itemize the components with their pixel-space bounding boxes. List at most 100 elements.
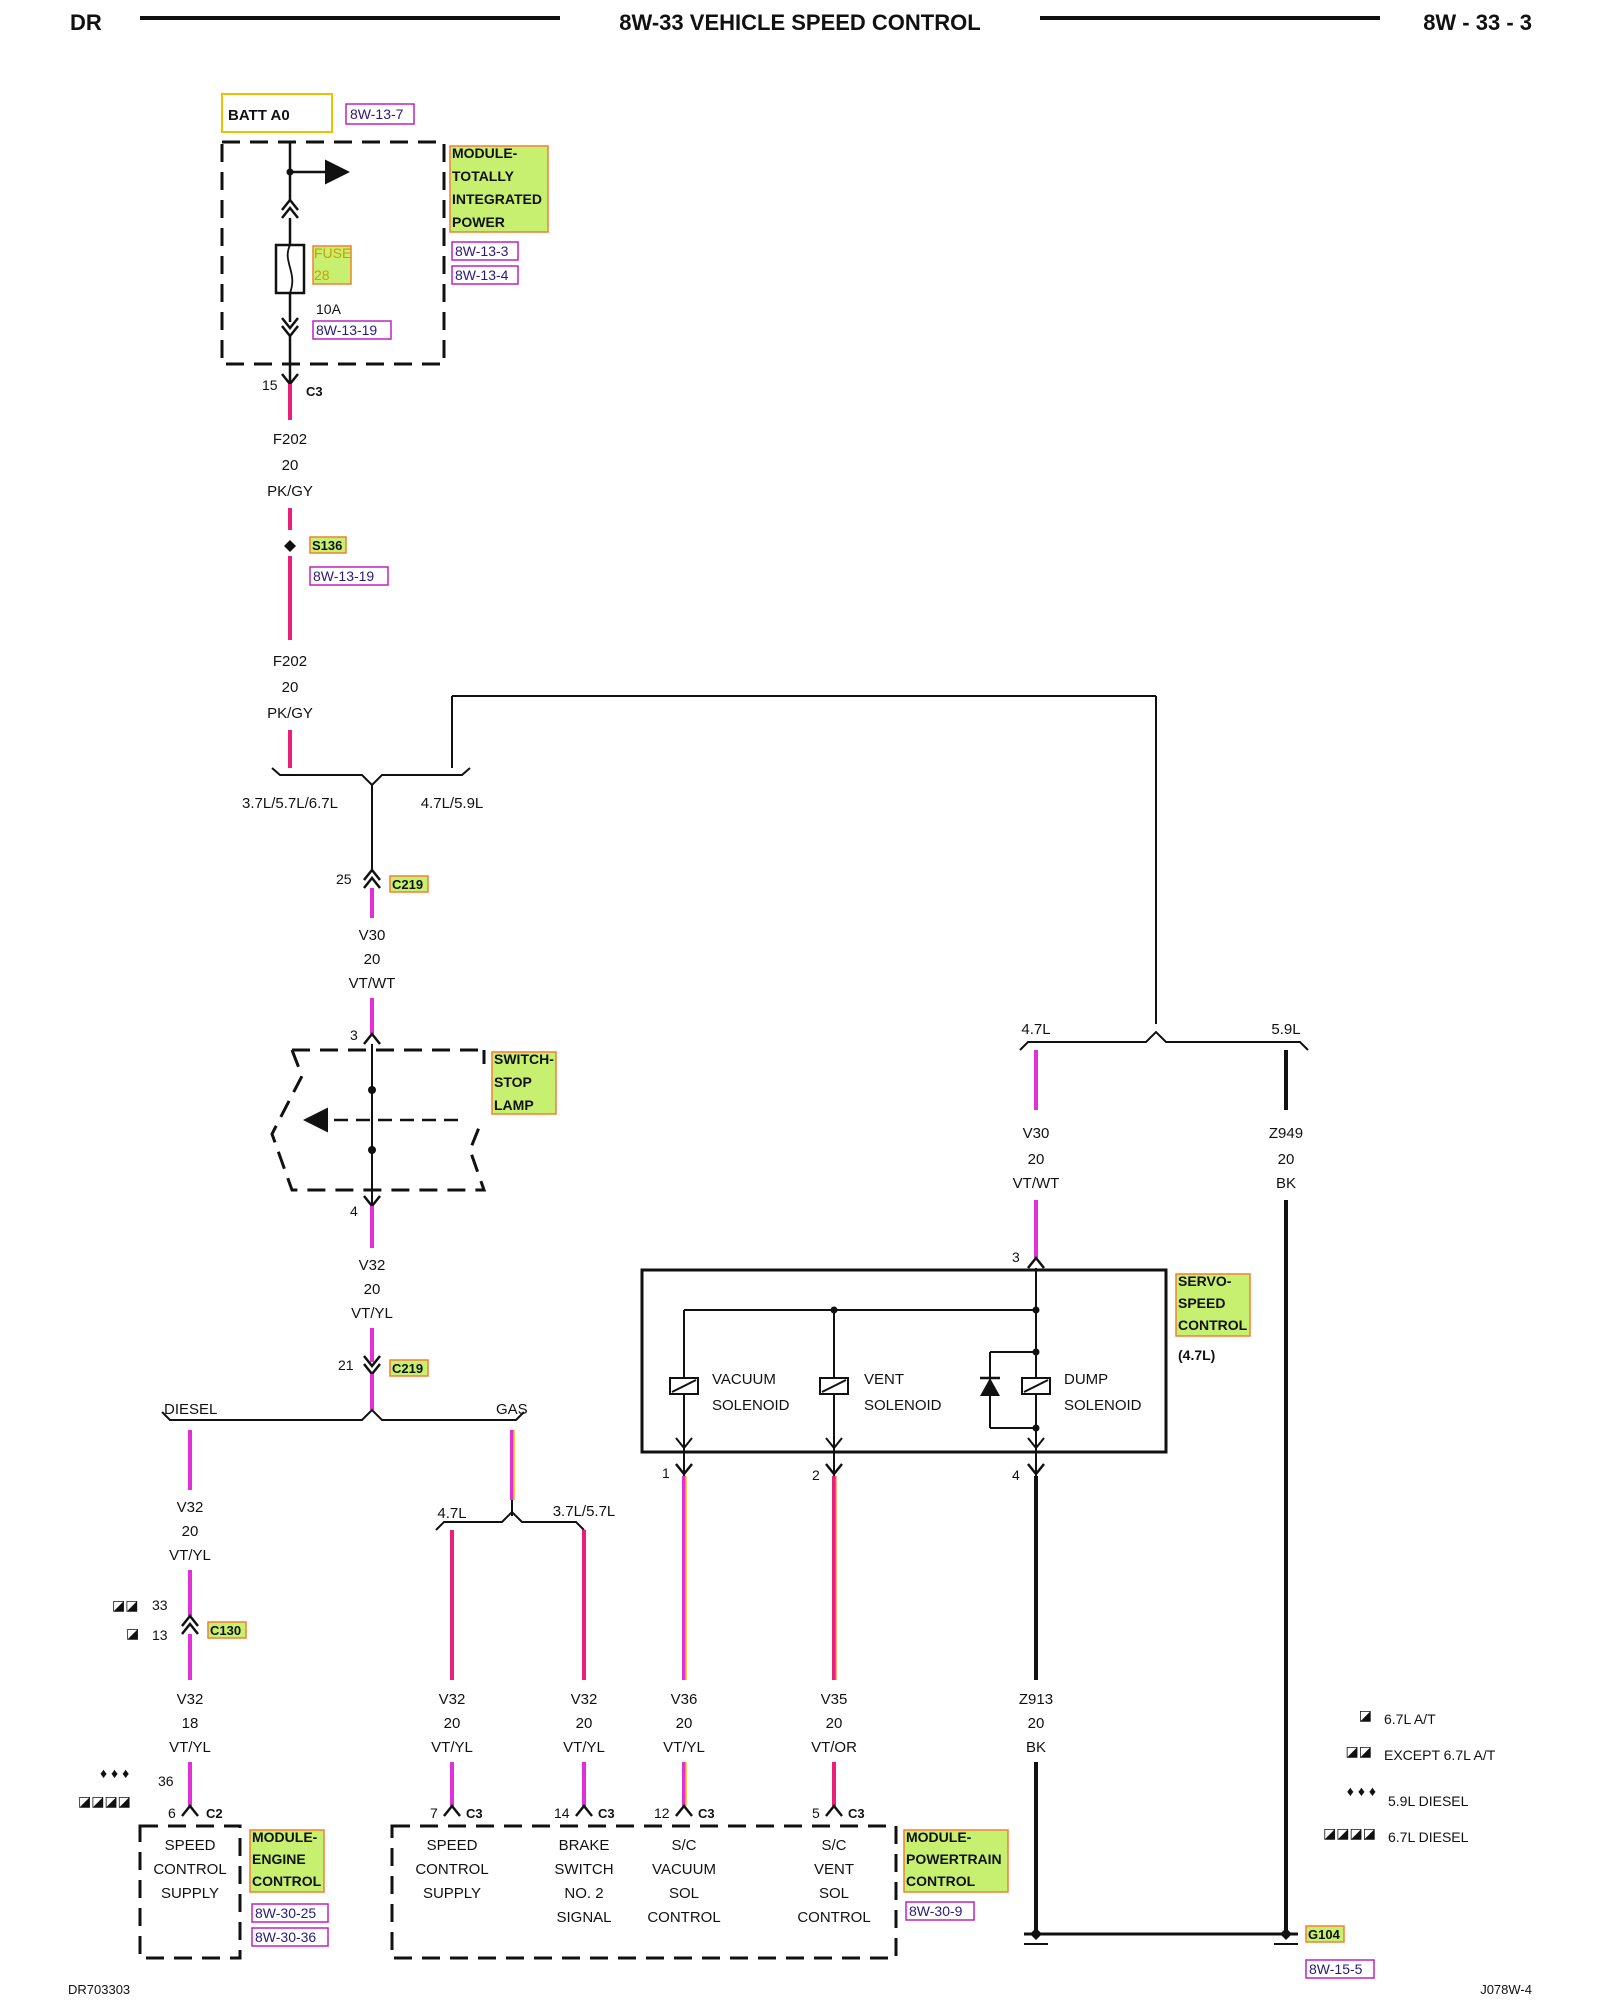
pcm-pin-5: 5 [812,1805,820,1821]
vacuum-solenoid-0: VACUUM [712,1371,776,1388]
wire-v32-diesel-b-gauge: 18 [182,1715,199,1732]
wire-v32-gas-a-gauge: 20 [444,1715,461,1732]
ecm-func-0: SPEED [165,1837,216,1854]
fuse-label-1: 28 [314,267,330,283]
wire-z913-name: Z913 [1019,1691,1053,1708]
wire-v35-name: V35 [821,1691,848,1708]
wire-v32-gas-b-gauge: 20 [576,1715,593,1732]
branch-top-left-label: 3.7L/5.7L/6.7L [242,795,338,812]
tipm-line-2: INTEGRATED [452,191,542,207]
ecm-pin-6: 6 [168,1805,176,1821]
engine-option-branch-top: 3.7L/5.7L/6.7L 4.7L/5.9L [242,695,1157,1024]
servo-label-2: CONTROL [1178,1317,1248,1333]
wire-v32-diesel-b-name: V32 [177,1691,204,1708]
branch-diesel-label: DIESEL [164,1401,217,1418]
servo-branch-right: 5.9L [1271,1021,1300,1038]
gas-engine-branch: 4.7L 3.7L/5.7L [435,1503,616,1531]
pcm-func-1-2: NO. 2 [564,1885,603,1902]
fuse-ref: 8W-13-19 [316,322,377,338]
ecm-c2-name: C2 [206,1806,223,1821]
wire-z949-name: Z949 [1269,1125,1303,1142]
footer-right: J078W-4 [1480,1982,1532,1997]
c219-top-name: C219 [392,877,423,892]
switch-label-0: SWITCH- [494,1051,554,1067]
variant-legend: ◪ 6.7L A/T ◪◪ EXCEPT 6.7L A/T ♦ ♦ ♦ 5.9L… [1323,1707,1496,1845]
fuel-option-branch: DIESEL GAS [161,1401,528,1421]
wire-v32-gauge: 20 [364,1281,381,1298]
legend-text-0: 6.7L A/T [1384,1711,1436,1727]
gas-branch-right: 3.7L/5.7L [553,1503,616,1520]
wire-v36-gauge: 20 [676,1715,693,1732]
tipm-c3-name: C3 [306,384,323,399]
pcm-func-3-0: S/C [821,1837,846,1854]
ecm-label-0: MODULE- [252,1829,318,1845]
batt-label: BATT A0 [228,107,290,124]
pcm-func-3-3: CONTROL [797,1909,870,1926]
wire-v32-color: VT/YL [351,1305,393,1322]
header-page-number: 8W - 33 - 3 [1423,10,1532,35]
branch-top-right-label: 4.7L/5.9L [421,795,484,812]
pcm-pin-7: 7 [430,1805,438,1821]
pcm-ref: 8W-30-9 [909,1903,963,1919]
servo-option-branch: 4.7L 5.9L [1019,1021,1309,1051]
legend-mark-ecm-36: ♦ ♦ ♦ [100,1765,129,1781]
tipm-c3-pin: 15 [262,377,278,393]
c219-bottom-pin: 21 [338,1357,354,1373]
batt-a0-block: BATT A0 8W-13-7 [221,93,415,133]
legend-symbol-1: ◪◪ [1346,1743,1372,1759]
tipm-ref-1: 8W-13-4 [455,267,509,283]
vent-solenoid-1: SOLENOID [864,1397,942,1414]
pcm-func-1-1: SWITCH [554,1861,613,1878]
wire-v32-gas-b-color: VT/YL [563,1739,605,1756]
page-header: DR 8W-33 VEHICLE SPEED CONTROL 8W - 33 -… [70,10,1532,35]
servo-pin-4: 4 [1012,1467,1020,1483]
splice-name: S136 [312,538,342,553]
ground-g104: G104 8W-15-5 [1024,1925,1375,1979]
module-engine-control: SPEED CONTROL SUPPLY MODULE- ENGINE CONT… [138,1824,329,1960]
legend-symbol-3: ◪◪◪◪ [1323,1825,1376,1841]
pcm-c3-name-5: C3 [848,1806,865,1821]
wire-v30-servo-gauge: 20 [1028,1151,1045,1168]
wire-v36-color: VT/YL [663,1739,705,1756]
branch-gas-label: GAS [496,1401,528,1418]
pcm-func-3-1: VENT [814,1861,854,1878]
servo-label-1: SPEED [1178,1295,1225,1311]
pcm-func-2-1: VACUUM [652,1861,716,1878]
tipm-line-0: MODULE- [452,145,518,161]
c219-top-connector: 25 C219 [336,867,429,893]
pcm-c3-name-7: C3 [466,1806,483,1821]
wire-v32-gas-b-name: V32 [571,1691,598,1708]
module-powertrain-control: SPEED CONTROL SUPPLY BRAKE SWITCH NO. 2 … [390,1824,1009,1960]
legend-text-1: EXCEPT 6.7L A/T [1384,1747,1496,1763]
ecm-label-1: ENGINE [252,1851,306,1867]
header-left: DR [70,10,102,35]
legend-text-2: 5.9L DIESEL [1388,1793,1469,1809]
wire-v32-name: V32 [359,1257,386,1274]
servo-label-0: SERVO- [1178,1273,1232,1289]
pcm-c3-name-12: C3 [698,1806,715,1821]
pcm-pin-12: 12 [654,1805,670,1821]
fuse-circuit: FUSE 28 10A 8W-13-19 [274,142,392,364]
wire-v30-color: VT/WT [349,975,396,992]
pcm-func-0-1: CONTROL [415,1861,488,1878]
wire-z949-gauge: 20 [1278,1151,1295,1168]
wire-v30-servo-color: VT/WT [1013,1175,1060,1192]
tipm-ref-0: 8W-13-3 [455,243,509,259]
dump-solenoid-0: DUMP [1064,1371,1108,1388]
wire-f202b-name: F202 [273,653,307,670]
legend-symbol-2: ♦ ♦ ♦ [1347,1783,1376,1799]
pcm-c3-name-14: C3 [598,1806,615,1821]
pcm-func-2-2: SOL [669,1885,699,1902]
tipm-c3-connector: 15 C3 [262,364,323,399]
wire-z913-gauge: 20 [1028,1715,1045,1732]
fuse-rating: 10A [316,301,342,317]
wire-f202-color: PK/GY [267,483,313,500]
footer-left: DR703303 [68,1982,130,1997]
ecm-ref-0: 8W-30-25 [255,1905,316,1921]
servo-branch-left: 4.7L [1021,1021,1050,1038]
pcm-func-0-0: SPEED [427,1837,478,1854]
c130-pin-33: 33 [152,1597,168,1613]
pcm-func-3-2: SOL [819,1885,849,1902]
pcm-label-2: CONTROL [906,1873,976,1889]
pcm-func-1-3: SIGNAL [556,1909,611,1926]
